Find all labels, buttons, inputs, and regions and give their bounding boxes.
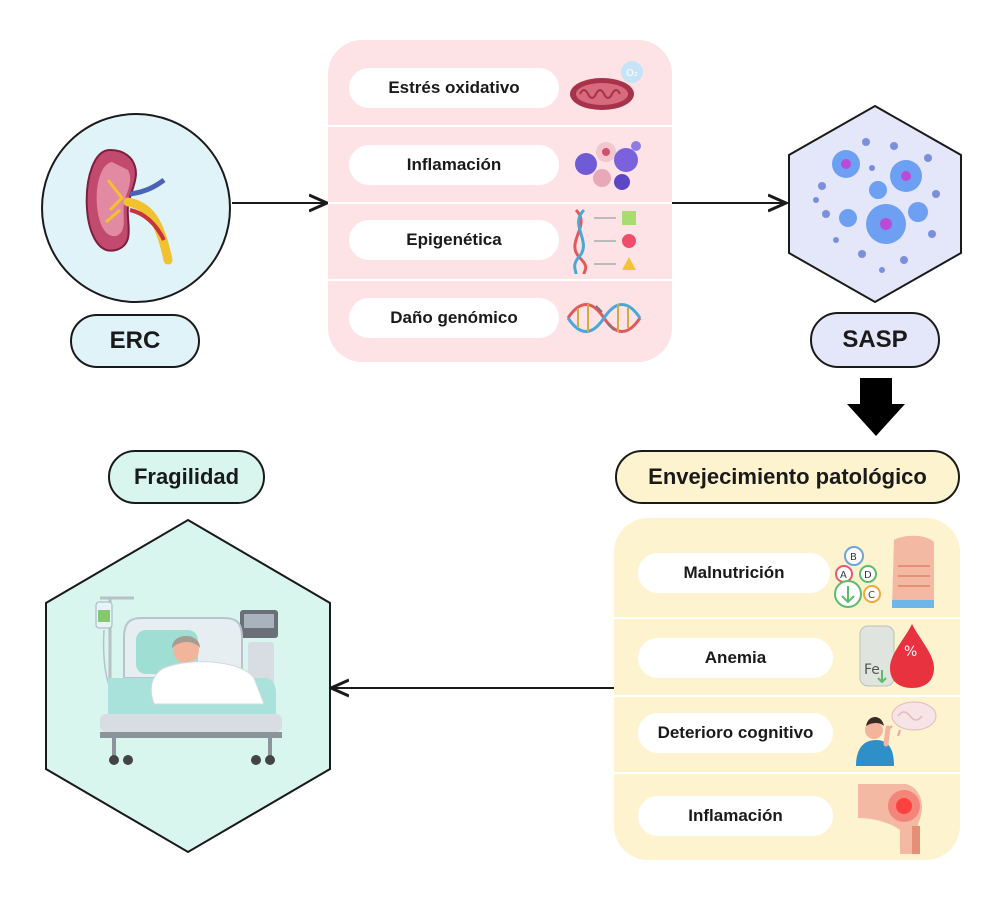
consequence-item-inflammation: Inflamación [638, 796, 833, 836]
pathological-aging-label: Envejecimiento patológico [615, 450, 960, 504]
svg-text:Fe: Fe [864, 662, 880, 678]
hospital-bed-patient-icon [95, 596, 282, 765]
mechanism-item-epigenetics: Epigenética [349, 220, 559, 260]
mechanism-item-oxidative-stress: Estrés oxidativo [349, 68, 559, 108]
iron-blood-drop-icon: Fe % [859, 624, 934, 688]
sasp-label: SASP [810, 312, 940, 368]
mechanisms-divider [328, 202, 672, 204]
big-down-arrow-icon [847, 378, 905, 436]
dna-epigenetic-marks-icon [573, 208, 636, 274]
svg-text:D: D [864, 570, 872, 581]
kidney-icon [85, 148, 173, 265]
erc-label: ERC [70, 314, 200, 368]
consequence-item-malnutrition: Malnutrición [638, 553, 830, 593]
erc-circle [41, 113, 231, 303]
mitochondria-icon: O₂ [570, 61, 643, 110]
mechanisms-divider [328, 125, 672, 127]
vitamins-thin-torso-icon: B A D C [834, 535, 934, 608]
damaged-dna-icon [566, 303, 642, 333]
consequences-divider [614, 695, 960, 697]
svg-text:O₂: O₂ [626, 68, 638, 79]
frailty-hexagon [45, 518, 331, 854]
svg-text:%: % [904, 644, 917, 660]
immune-cells-icon [575, 141, 641, 190]
consequences-divider [614, 617, 960, 619]
mechanism-item-genomic-damage: Daño genómico [349, 298, 559, 338]
svg-text:A: A [840, 570, 847, 581]
svg-text:B: B [850, 552, 857, 563]
mechanisms-divider [328, 279, 672, 281]
headache-brain-icon [856, 701, 937, 766]
frailty-label: Fragilidad [108, 450, 265, 504]
sasp-hexagon [788, 104, 962, 304]
consequence-item-cognitive-decline: Deterioro cognitivo [638, 713, 833, 753]
svg-text:C: C [868, 590, 875, 601]
sasp-particles-icon [813, 138, 940, 273]
consequences-divider [614, 772, 960, 774]
consequence-item-anemia: Anemia [638, 638, 833, 678]
inflamed-knee-icon [858, 784, 922, 854]
mechanism-item-inflammation: Inflamación [349, 145, 559, 185]
